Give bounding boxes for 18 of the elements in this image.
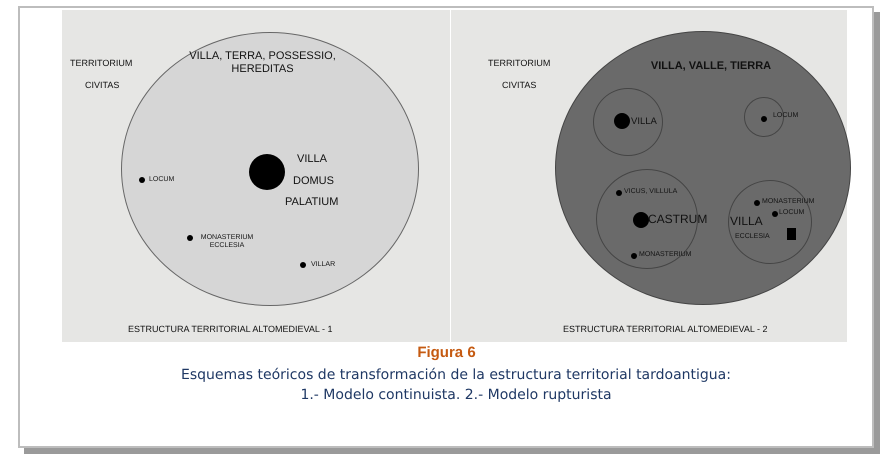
place-label: DOMUS: [293, 175, 334, 188]
place-label: CASTRUM: [648, 212, 708, 226]
region-label: TERRITORIUM: [488, 58, 550, 69]
place-label: VILLA: [730, 214, 763, 228]
place-label: VILLA: [631, 116, 657, 128]
place-label: VILLA: [297, 153, 327, 166]
region-label: CIVITAS: [502, 80, 536, 91]
place-label: VILLA, VALLE, TIERRA: [650, 60, 772, 74]
territory-ellipse: [593, 88, 663, 156]
region-label: TERRITORIUM: [70, 58, 132, 69]
figure-title: Figura 6: [416, 344, 477, 361]
figure-caption: Esquemas teóricos de transformación de la estructura territorial tardoantigua: 1.- Modelo continuista. 2.- Modelo rupturista: [180, 366, 732, 405]
place-label: PALATIUM: [285, 196, 338, 210]
place-label: VILLA, TERRA, POSSESSIO, HEREDITAS: [188, 50, 337, 76]
region-label: CIVITAS: [85, 80, 120, 91]
territory-ellipse: [728, 180, 812, 264]
region-label: ESTRUCTURA TERRITORIAL ALTOMEDIEVAL - 2: [563, 324, 768, 335]
region-label: ESTRUCTURA TERRITORIAL ALTOMEDIEVAL - 1: [128, 324, 333, 335]
